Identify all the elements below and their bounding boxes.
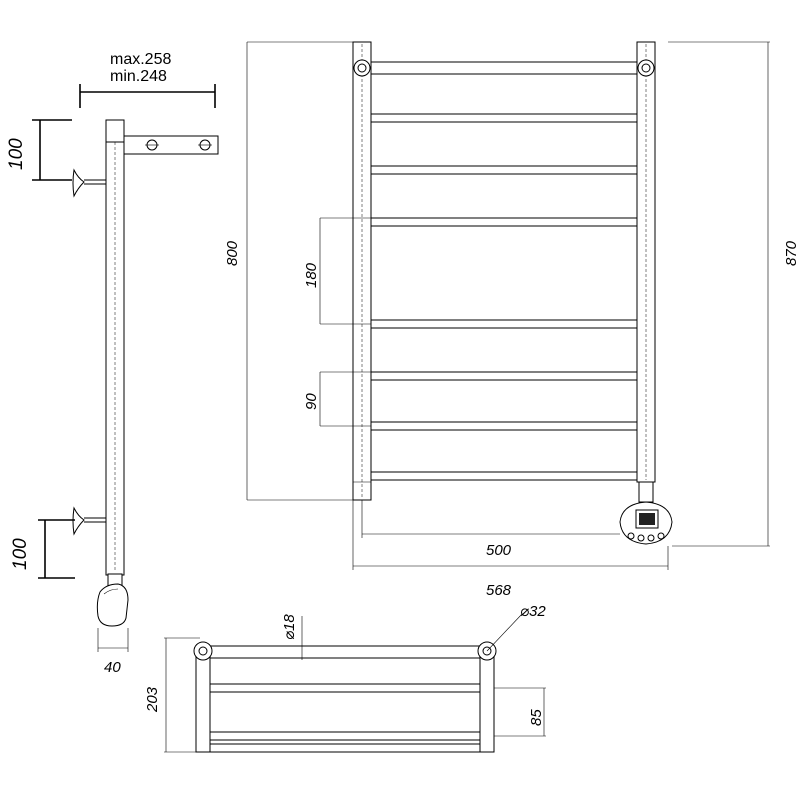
rail-height-label: 800 [224, 240, 241, 266]
plan-rung-1 [209, 683, 481, 693]
total-height-label: 870 [783, 240, 800, 266]
plan-left-post [193, 641, 213, 661]
top-offset-label: 100 [6, 138, 27, 170]
heater-depth-label: 40 [104, 659, 121, 676]
controller-screen [639, 513, 655, 525]
top-spacing-label: 180 [303, 262, 320, 288]
mount-min-label: min.248 [110, 68, 167, 85]
heater-housing [96, 583, 129, 627]
plan-view: 203 85 ⌀18 ⌀32 [144, 603, 546, 753]
front-rungs [370, 113, 638, 481]
rail-width-label: 500 [486, 542, 512, 559]
mount-max-label: max.258 [110, 51, 171, 68]
upper-bracket-flange [72, 168, 85, 198]
plan-bottom-bar [195, 743, 495, 753]
rung-3 [370, 217, 638, 227]
plan-left-side [195, 653, 211, 753]
lower-bracket-flange [72, 506, 85, 536]
controller-button-4 [657, 532, 665, 540]
rung-4 [370, 319, 638, 329]
rung-2 [370, 165, 638, 175]
bottom-offset-label: 100 [10, 538, 31, 570]
tube-diameter-label: ⌀18 [281, 614, 298, 640]
front-view: 800 870 180 90 500 568 [224, 41, 800, 599]
view-spacing-label: 85 [528, 709, 545, 726]
rung-6 [370, 421, 638, 431]
side-view: max.258 min.248 100 100 [6, 51, 219, 676]
rung-1 [370, 113, 638, 123]
bottom-spacing-label: 90 [303, 393, 320, 410]
post-diameter-leader [486, 613, 523, 652]
rung-7 [370, 471, 638, 481]
front-right-cap [637, 59, 655, 77]
controller-button-1 [627, 532, 635, 540]
view-depth-label: 203 [144, 686, 161, 713]
plan-right-side [479, 653, 495, 753]
plan-top-bar [195, 645, 495, 659]
post-diameter-label: ⌀32 [520, 603, 546, 620]
controller-button-3 [647, 534, 655, 542]
front-left-cap [353, 59, 371, 77]
total-width-label: 568 [486, 582, 512, 599]
heater-connector [638, 481, 654, 503]
plan-rung-2 [209, 731, 481, 741]
side-post-top-cap [105, 119, 125, 143]
side-top-arm [123, 135, 219, 155]
front-top-rail [370, 61, 638, 75]
controller-button-2 [637, 534, 645, 542]
rung-5 [370, 371, 638, 381]
